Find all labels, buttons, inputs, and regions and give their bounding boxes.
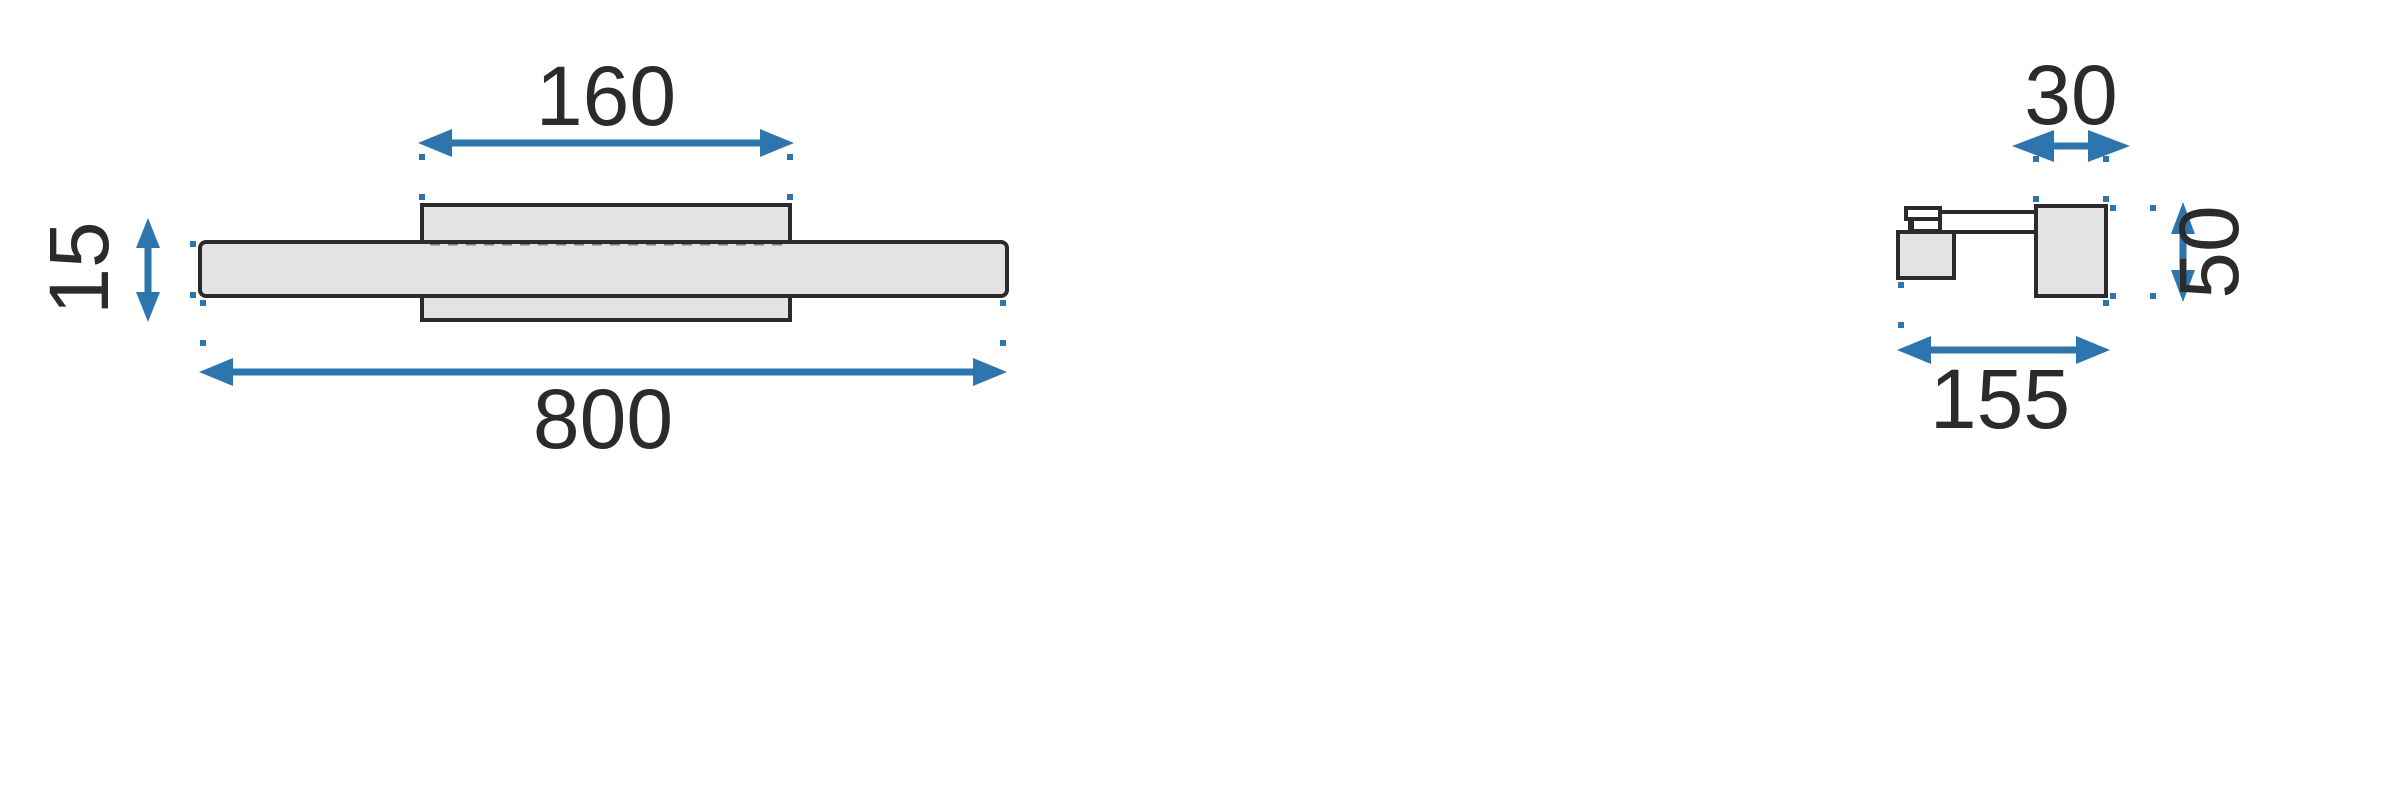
front-view <box>198 203 1009 322</box>
dimension-160 <box>418 129 794 200</box>
arrow-up-50 <box>2171 202 2195 234</box>
dimension-label-30: 30 <box>2024 48 2117 142</box>
arrow-right-160 <box>760 129 794 157</box>
arrow-right-800 <box>973 358 1007 386</box>
arrow-left-30 <box>2012 130 2054 162</box>
dimension-label-15: 15 <box>32 221 126 314</box>
dimension-155 <box>1897 282 2110 364</box>
arrow-down-15 <box>136 292 160 322</box>
dimension-label-160: 160 <box>536 49 676 143</box>
side-view <box>1896 204 2108 298</box>
dimension-50 <box>2110 202 2195 302</box>
arrow-left-160 <box>418 129 452 157</box>
bracket-clip-lower <box>1910 217 1942 233</box>
arrow-down-50 <box>2171 270 2195 302</box>
dimension-label-50: 50 <box>2162 205 2256 298</box>
light-bar-body <box>198 240 1009 298</box>
lamp-body-block <box>2034 204 2108 298</box>
dimension-label-155: 155 <box>1930 352 2070 446</box>
arrow-left-155 <box>1897 336 1931 364</box>
wall-mount-plate <box>1896 230 1956 280</box>
arrow-right-30 <box>2088 130 2130 162</box>
dimension-30 <box>2012 130 2130 202</box>
arrow-left-800 <box>199 358 233 386</box>
arrow-right-155 <box>2076 336 2110 364</box>
arrow-up-15 <box>136 218 160 248</box>
dimension-label-800: 800 <box>533 372 673 466</box>
dimension-15 <box>136 218 196 322</box>
dimension-800 <box>199 300 1007 386</box>
